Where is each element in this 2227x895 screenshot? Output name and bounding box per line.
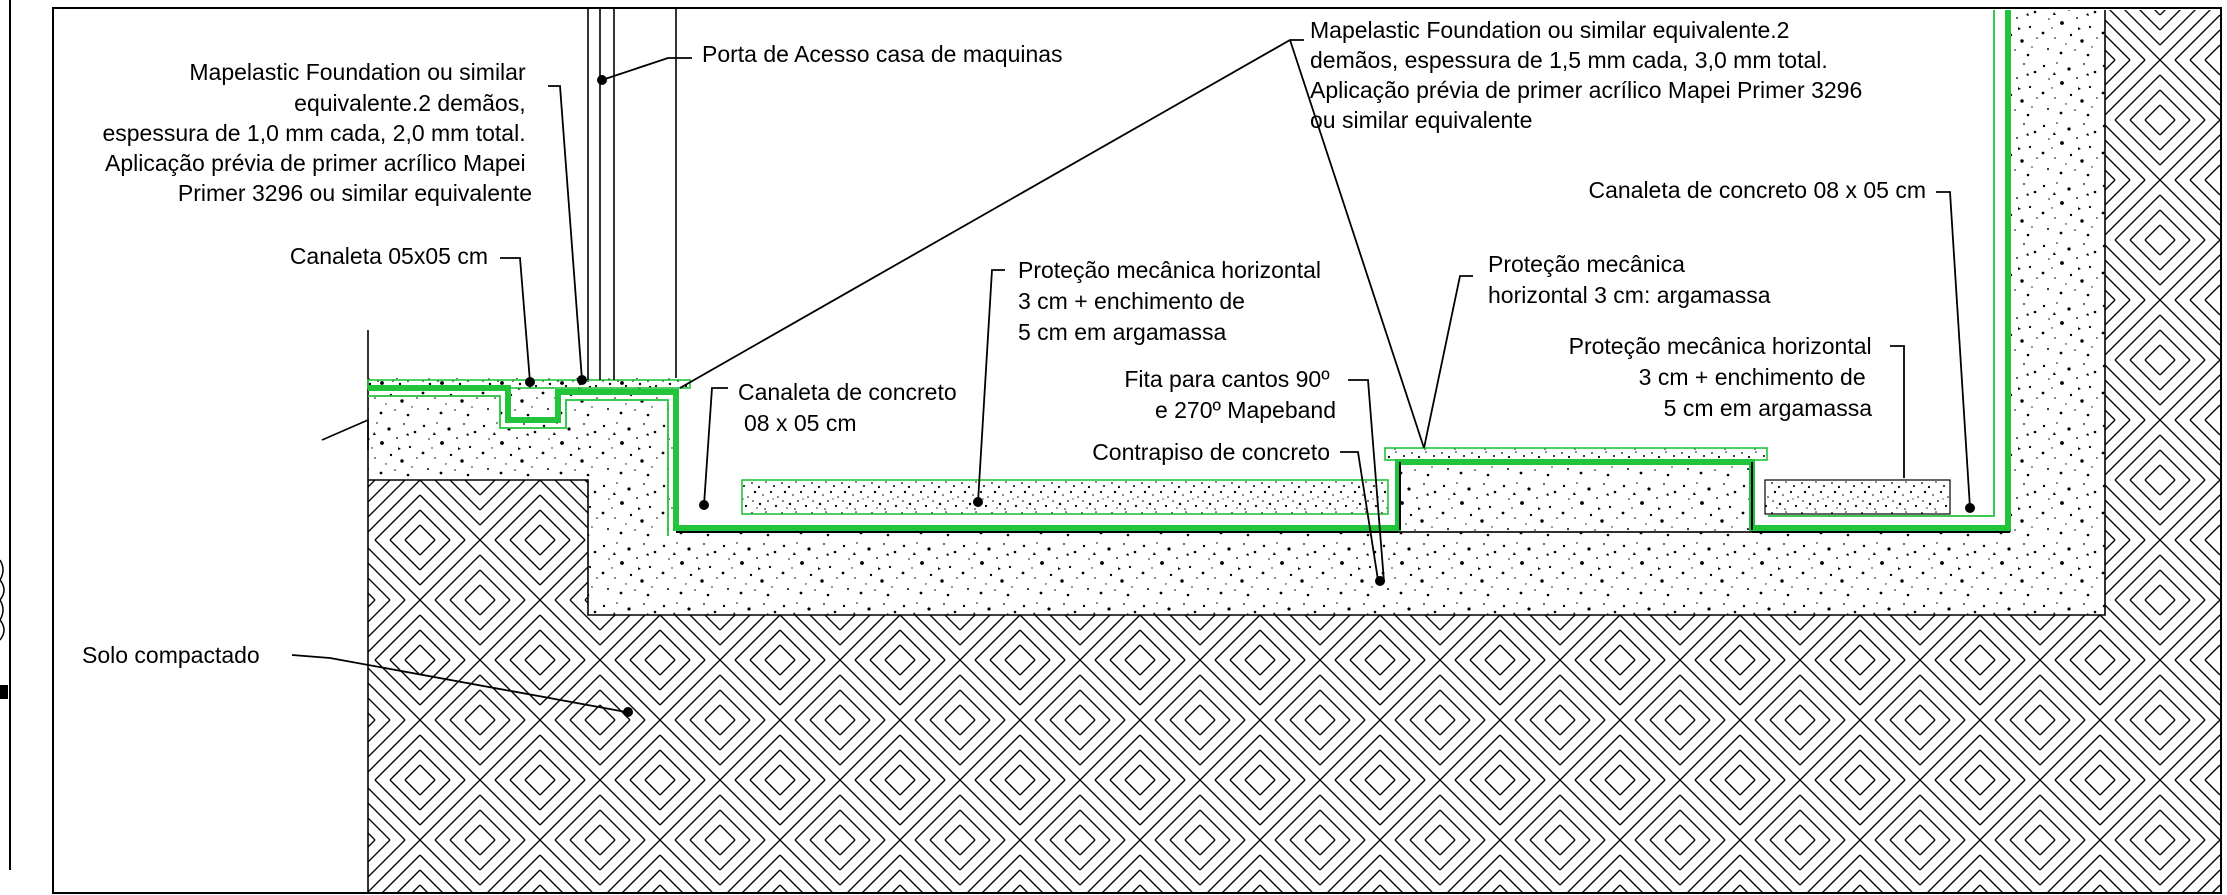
foundation-right-label: Mapelastic Foundation ou similar equival… xyxy=(1310,17,1869,133)
foundation-left-line-2: equivalente.2 demãos, xyxy=(294,90,525,116)
solo-label: Solo compactado xyxy=(82,642,260,668)
foundation-left-label: Mapelastic Foundation ou similar equival… xyxy=(102,59,532,206)
protecao-enchimento-mid-label: Proteção mecânica horizontal 3 cm + ench… xyxy=(1018,257,1327,345)
concrete-slab xyxy=(368,10,2105,615)
protecao-mid-line-2: 3 cm + enchimento de xyxy=(1018,288,1245,314)
protecao-mid-line-1: Proteção mecânica horizontal xyxy=(1018,257,1321,283)
canaleta-05-label: Canaleta 05x05 cm xyxy=(290,243,488,269)
foundation-right-line-2: demãos, espessura de 1,5 mm cada, 3,0 mm… xyxy=(1310,47,1828,73)
foundation-left-line-5: Primer 3296 ou similar equivalente xyxy=(178,180,532,206)
foundation-right-line-4: ou similar equivalente xyxy=(1310,107,1532,133)
canaleta-left-line-1: Canaleta de concreto xyxy=(738,379,957,405)
porta-acesso-label: Porta de Acesso casa de maquinas xyxy=(702,41,1063,67)
foundation-left-line-1: Mapelastic Foundation ou similar xyxy=(189,59,526,85)
compacted-soil xyxy=(368,10,2220,892)
protecao-enchimento-right-label: Proteção mecânica horizontal 3 cm + ench… xyxy=(1569,333,1878,421)
protecao-right-line-2: 3 cm + enchimento de xyxy=(1639,364,1866,390)
fita-cantos-line-2: e 270º Mapeband xyxy=(1155,397,1336,423)
access-door-frame xyxy=(587,8,677,380)
protecao-argamassa-line-2: horizontal 3 cm: argamassa xyxy=(1488,282,1771,308)
foundation-right-line-3: Aplicação prévia de primer acrílico Mape… xyxy=(1310,77,1862,103)
canaleta-left-line-2: 08 x 05 cm xyxy=(744,410,857,436)
raised-platform xyxy=(1397,459,1753,533)
foundation-left-line-3: espessura de 1,0 mm cada, 2,0 mm total. xyxy=(102,120,525,146)
fita-cantos-line-1: Fita para cantos 90º xyxy=(1124,366,1330,392)
foundation-left-line-4: Aplicação prévia de primer acrílico Mape… xyxy=(105,150,526,176)
fita-cantos-label: Fita para cantos 90º e 270º Mapeband xyxy=(1124,366,1336,423)
mortar-protection-right xyxy=(1764,479,1951,515)
foundation-right-line-1: Mapelastic Foundation ou similar equival… xyxy=(1310,17,1789,43)
contrapiso-label: Contrapiso de concreto xyxy=(1092,439,1330,465)
canaleta-concreto-right-label: Canaleta de concreto 08 x 05 cm xyxy=(1588,177,1926,203)
protecao-right-line-3: 5 cm em argamassa xyxy=(1664,395,1873,421)
protecao-right-line-1: Proteção mecânica horizontal xyxy=(1569,333,1872,359)
protecao-argamassa-label: Proteção mecânica horizontal 3 cm: argam… xyxy=(1488,251,1771,308)
mortar-protection-platform xyxy=(1384,447,1768,461)
leader-lines xyxy=(291,39,1975,717)
canaleta-concreto-left-label: Canaleta de concreto 08 x 05 cm xyxy=(738,379,963,436)
protecao-argamassa-line-1: Proteção mecânica xyxy=(1488,251,1685,277)
protecao-mid-line-3: 5 cm em argamassa xyxy=(1018,319,1227,345)
mortar-protection-mid xyxy=(741,479,1389,515)
